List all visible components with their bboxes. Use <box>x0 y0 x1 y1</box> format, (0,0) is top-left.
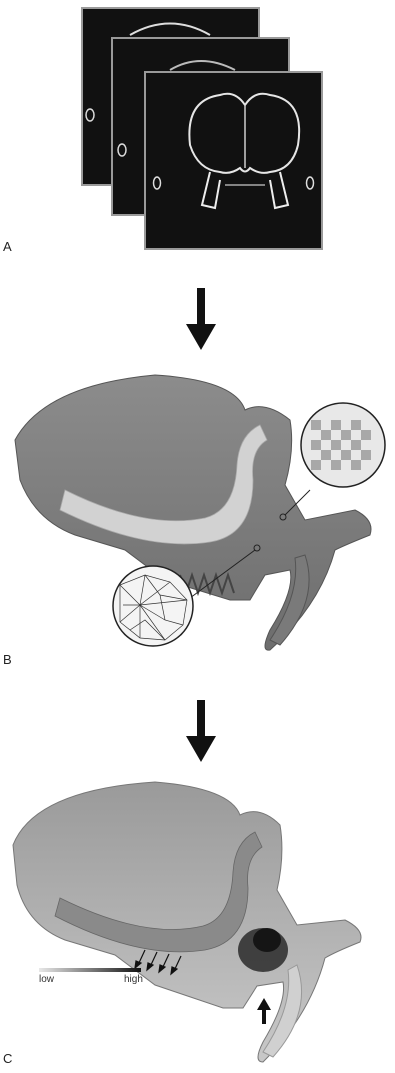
bite-force-arrow <box>257 998 271 1024</box>
panel-label-b: B <box>3 652 12 667</box>
panel-label-c: C <box>3 1051 12 1066</box>
legend-low-label: low <box>39 974 54 985</box>
arrow-down-icon <box>186 288 216 350</box>
stress-legend-bar <box>39 968 141 972</box>
ct-slice-front <box>145 72 322 249</box>
legend-high-label: high <box>124 974 143 985</box>
finite-element-model <box>5 780 390 1070</box>
skull-c <box>13 782 361 1062</box>
ct-slice-stack <box>70 0 360 260</box>
panel-label-a: A <box>3 239 12 254</box>
skull-surface-model <box>5 370 390 680</box>
arrow-down-icon-2 <box>186 700 216 762</box>
voxel-inset <box>301 403 385 487</box>
mesh-inset <box>113 566 193 646</box>
